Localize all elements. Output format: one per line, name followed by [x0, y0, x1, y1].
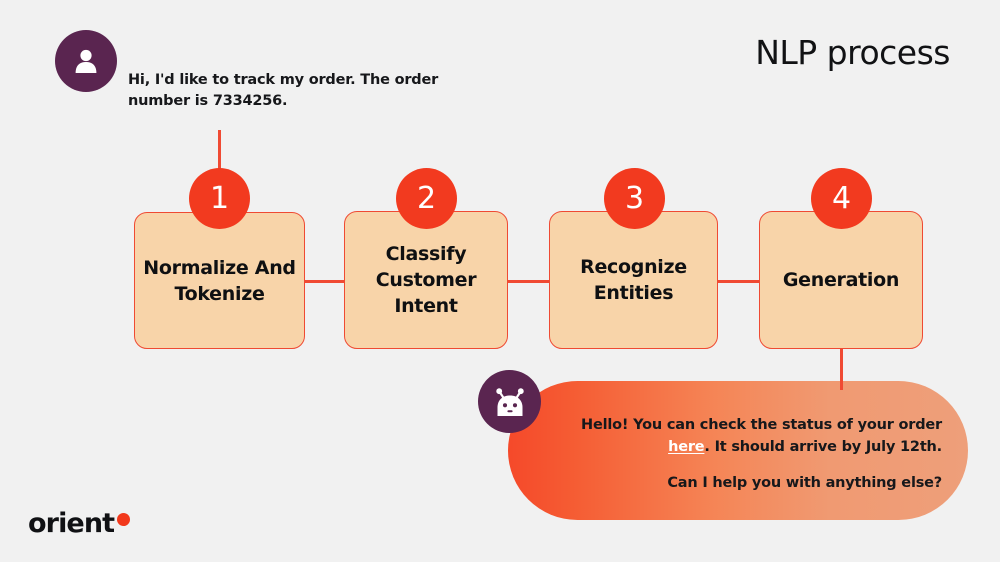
step-number-badge-3: 3 — [604, 168, 665, 229]
connector-step-3-to-4 — [716, 280, 761, 283]
step-number-badge-1: 1 — [189, 168, 250, 229]
bot-message-bubble: Hello! You can check the status of your … — [508, 381, 968, 520]
brand-logo: orient — [28, 508, 131, 539]
step-box-1[interactable]: Normalize And Tokenize — [134, 212, 305, 349]
brand-logo-text: orient — [28, 508, 115, 539]
user-message-bubble: Hi, I'd like to track my order. The orde… — [82, 41, 467, 133]
connector-step-2-to-3 — [506, 280, 552, 283]
bot-message-line-1-part-1: Hello! You can check the status of your … — [581, 417, 942, 433]
bot-message-spacer — [542, 458, 942, 472]
step-box-2[interactable]: Classify Customer Intent — [344, 211, 508, 349]
connector-step-4-to-bot — [840, 346, 843, 390]
connector-step-1-to-2 — [303, 280, 347, 283]
user-person-icon — [55, 30, 117, 92]
brand-logo-dot-icon — [117, 513, 131, 526]
bot-message-line-2: Can I help you with anything else? — [667, 475, 942, 491]
step-box-1-label: Normalize And Tokenize — [143, 256, 296, 305]
bot-message-text: Hello! You can check the status of your … — [542, 414, 942, 494]
page-title: NLP process — [755, 33, 950, 72]
step-number-badge-4: 4 — [811, 168, 872, 229]
bot-message-link[interactable]: here — [668, 439, 705, 455]
bot-message-line-1-part-2: . It should arrive by July 12th. — [704, 439, 942, 455]
connector-user-to-step-1 — [218, 130, 221, 175]
step-box-4-label: Generation — [782, 269, 900, 291]
step-box-2-label: Classify Customer Intent — [375, 243, 477, 317]
robot-icon — [478, 370, 541, 433]
step-number-badge-2: 2 — [396, 168, 457, 229]
step-box-3[interactable]: Recognize Entities — [549, 211, 718, 349]
step-box-3-label: Recognize Entities — [580, 256, 687, 304]
user-message-text: Hi, I'd like to track my order. The orde… — [128, 72, 439, 109]
step-box-4[interactable]: Generation — [759, 211, 923, 349]
